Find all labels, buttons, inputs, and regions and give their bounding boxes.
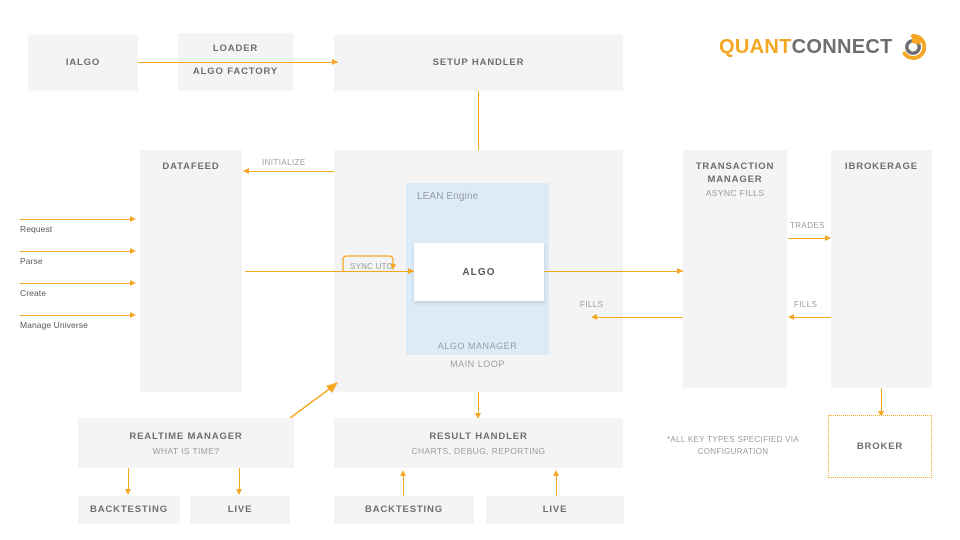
arrow-ialgo-to-setup-handler	[138, 62, 338, 64]
arrow-fills-brokerage	[792, 317, 831, 319]
arrow-realtime-to-live-head	[236, 489, 243, 495]
arrow-rh-backtesting-to-result-handler-head	[400, 470, 407, 476]
arrow-manage-universe-head	[130, 312, 136, 318]
box-datafeed[interactable]: DATAFEED	[140, 150, 242, 392]
arrow-main-loop-to-result-handler-head	[475, 413, 482, 419]
card-algo[interactable]: ALGO	[414, 243, 544, 301]
arrow-rh-backtesting-to-result-handler	[403, 474, 405, 496]
quantconnect-logo-mark-icon	[900, 34, 926, 60]
box-realtime-backtesting[interactable]: BACKTESTING	[78, 496, 180, 524]
arrow-initialize-head	[243, 168, 249, 174]
edge-label-initialize: INITIALIZE	[262, 158, 306, 167]
lean-engine-label: LEAN Engine	[417, 191, 479, 202]
arrow-rh-live-to-result-handler-head	[553, 470, 560, 476]
box-result-live[interactable]: LIVE	[486, 496, 624, 524]
box-ibrokerage[interactable]: IBROKERAGE	[831, 150, 932, 388]
box-setup-handler[interactable]: SETUP HANDLER	[334, 35, 623, 91]
arrow-realtime-to-live	[239, 468, 241, 491]
arrow-trades	[788, 238, 827, 240]
box-realtime-manager-sub: WHAT IS TIME?	[152, 445, 220, 456]
box-datafeed-title: DATAFEED	[162, 161, 220, 172]
arrow-algo-to-transaction-manager-head	[677, 268, 683, 274]
quantconnect-logo: QUANT CONNECT	[719, 34, 926, 60]
arrow-ialgo-to-setup-handler-head	[332, 59, 338, 65]
arrow-parse-head	[130, 248, 136, 254]
arrow-create	[20, 283, 132, 285]
box-result-handler-title: RESULT HANDLER	[429, 431, 528, 442]
edge-label-trades: TRADES	[790, 221, 825, 230]
arrow-ibrokerage-to-broker-head	[878, 411, 885, 417]
arrow-trades-head	[825, 235, 831, 241]
arrow-main-loop-to-result-handler	[478, 392, 480, 416]
box-setup-handler-title: SETUP HANDLER	[432, 56, 525, 68]
box-loader-title: LOADER	[212, 43, 259, 54]
side-label-request: Request	[20, 224, 53, 234]
arrow-manage-universe	[20, 315, 132, 317]
arrow-ibrokerage-to-broker	[881, 388, 883, 414]
algo-manager-label: ALGO MANAGER	[437, 341, 518, 351]
arrow-realtime-to-backtesting	[128, 468, 130, 491]
box-realtime-backtesting-title: BACKTESTING	[89, 503, 168, 515]
sync-utc-loop-icon	[341, 254, 397, 279]
arrow-fills-brokerage-head	[788, 314, 794, 320]
box-broker[interactable]: BROKER	[828, 415, 932, 478]
footnote-text: *ALL KEY TYPES SPECIFIED VIA CONFIGURATI…	[667, 435, 799, 457]
arrow-datafeed-to-algo-head	[408, 268, 414, 274]
box-result-handler[interactable]: RESULT HANDLER CHARTS, DEBUG, REPORTING	[334, 418, 623, 468]
box-realtime-manager[interactable]: REALTIME MANAGER WHAT IS TIME?	[78, 418, 294, 468]
main-loop-label: MAIN LOOP	[450, 359, 505, 369]
box-transaction-manager[interactable]: TRANSACTION MANAGER ASYNC FILLS	[683, 150, 787, 388]
box-realtime-live-title: LIVE	[227, 503, 253, 515]
box-broker-title: BROKER	[856, 441, 904, 452]
arrow-request-head	[130, 216, 136, 222]
arrow-request	[20, 219, 132, 221]
edge-label-fills-brokerage: FILLS	[794, 300, 818, 309]
edge-label-sync-utc: SYNC UTC	[350, 262, 393, 271]
box-algo-factory-title: ALGO FACTORY	[192, 66, 279, 78]
edge-label-fills-engine: FILLS	[580, 300, 604, 309]
logo-text-quant: QUANT	[719, 35, 792, 58]
side-label-manage-universe: Manage Universe	[20, 320, 88, 330]
logo-text-connect: CONNECT	[791, 35, 893, 58]
arrow-initialize	[247, 171, 334, 173]
arrow-rh-live-to-result-handler	[556, 474, 558, 496]
arrow-parse	[20, 251, 132, 253]
box-realtime-live[interactable]: LIVE	[190, 496, 290, 524]
arrow-datafeed-to-algo	[245, 271, 414, 273]
side-label-create: Create	[20, 288, 47, 298]
card-algo-title: ALGO	[462, 266, 496, 278]
arrow-realtime-manager-to-main-loop	[281, 382, 338, 425]
box-result-backtesting[interactable]: BACKTESTING	[334, 496, 474, 524]
box-ialgo[interactable]: IALGO	[28, 35, 138, 91]
box-transaction-manager-title: TRANSACTION MANAGER	[695, 161, 775, 185]
box-ibrokerage-title: IBROKERAGE	[845, 161, 918, 172]
side-label-parse: Parse	[20, 256, 43, 266]
arrow-fills-to-main-loop	[595, 317, 683, 319]
arrow-algo-to-transaction-manager	[544, 271, 683, 273]
box-result-backtesting-title: BACKTESTING	[364, 503, 443, 515]
box-result-live-title: LIVE	[542, 503, 568, 515]
arrow-create-head	[130, 280, 136, 286]
arrow-fills-to-main-loop-head	[591, 314, 597, 320]
box-transaction-manager-sub: ASYNC FILLS	[705, 187, 765, 198]
box-ialgo-title: IALGO	[65, 56, 101, 68]
arrow-realtime-to-backtesting-head	[125, 489, 132, 495]
box-realtime-manager-title: REALTIME MANAGER	[129, 431, 243, 442]
box-result-handler-sub: CHARTS, DEBUG, REPORTING	[411, 445, 546, 456]
